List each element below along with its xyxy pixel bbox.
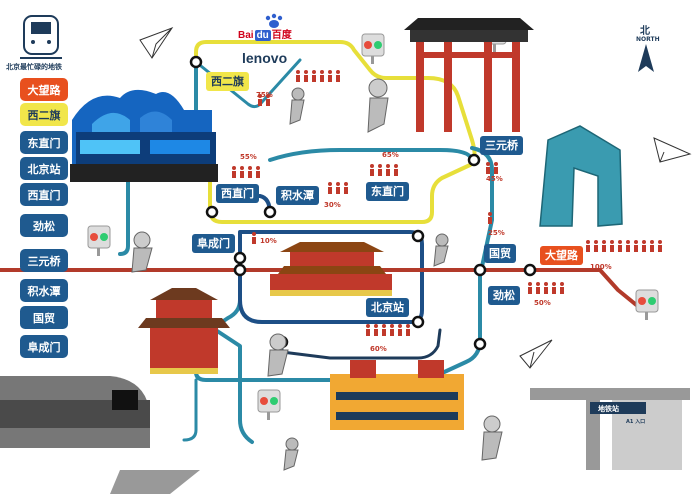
ranking-item: 西直门 <box>20 183 68 206</box>
node-dawanglu <box>523 263 537 277</box>
node-xierqi <box>189 55 203 69</box>
baidu-du: du <box>254 30 271 41</box>
pct-xierqi: 75% <box>256 91 273 99</box>
station-label-dongzhimen: 东直门 <box>366 182 409 201</box>
baidu-latin: Bai <box>238 30 254 41</box>
pct-sanyuanqiao: 45% <box>486 175 503 183</box>
north-arrow-icon <box>638 44 654 72</box>
entrance-sign-name: 地铁站 <box>598 405 619 413</box>
station-label-guomao: 国贸 <box>484 244 516 263</box>
pct-beijingzhan: 60% <box>370 345 387 353</box>
cctv-tower <box>539 125 623 227</box>
walking-person-icon <box>131 78 503 471</box>
pct-dawanglu: 100% <box>590 263 612 271</box>
station-label-sanyuanqiao: 三元桥 <box>480 136 523 155</box>
ranking-item: 北京站 <box>20 157 68 180</box>
baidu-paw-icon <box>265 13 283 28</box>
north-char: 北 <box>640 26 650 37</box>
ranking-item: 大望路 <box>20 78 68 101</box>
paifang-gate <box>404 18 534 132</box>
ranking-item: 西二旗 <box>20 103 68 126</box>
ranking-item: 阜成门 <box>20 335 68 358</box>
yellow-line <box>194 40 477 224</box>
pct-jishuitan: 30% <box>324 201 341 209</box>
teal-line-west <box>118 158 130 256</box>
station-label-dawanglu: 大望路 <box>540 246 583 265</box>
fuchengmen-pagoda <box>138 288 230 374</box>
node-dongzhimen <box>411 229 425 243</box>
header-title: 北京最忙碌的地铁 <box>6 63 62 71</box>
baidu-cn: 百度 <box>271 30 292 41</box>
pct-fuchengmen: 10% <box>260 237 277 245</box>
pct-jinsong: 50% <box>534 299 551 307</box>
passenger-figures <box>232 70 662 336</box>
node-guomao <box>473 263 487 277</box>
train-illustration <box>0 376 200 494</box>
dark-line-south <box>280 328 442 360</box>
node-jishuitan <box>263 205 277 219</box>
tiananmen-building <box>270 242 392 296</box>
node-fuchengmen-2 <box>233 263 247 277</box>
node-south-a <box>473 337 487 351</box>
node-beijingzhan <box>411 315 425 329</box>
subway-entrance <box>530 388 690 470</box>
pct-dongzhimen: 65% <box>382 151 399 159</box>
outer-teal-lower <box>182 378 198 442</box>
header-train-icon <box>20 15 62 59</box>
xierqi-building <box>70 89 218 182</box>
station-label-xizhimen: 西直门 <box>216 184 259 203</box>
node-xizhimen <box>205 205 219 219</box>
station-label-jinsong: 劲松 <box>488 286 520 305</box>
station-label-xierqi: 西二旗 <box>206 72 249 91</box>
node-fuchengmen <box>233 251 247 265</box>
paper-plane-icon <box>139 26 692 369</box>
station-label-fuchengmen: 阜成门 <box>192 234 235 253</box>
blue-north <box>268 148 474 162</box>
ranking-item: 劲松 <box>20 214 68 237</box>
station-label-jishuitan: 积水潭 <box>276 186 319 205</box>
pct-xizhimen: 55% <box>240 153 257 161</box>
entrance-sign-exit: A1 入口 <box>626 419 646 425</box>
pct-guomao: 25% <box>488 229 505 237</box>
node-sanyuanqiao <box>467 153 481 167</box>
north-label: NORTH <box>636 36 660 43</box>
lenovo-logo: lenovo <box>242 50 288 66</box>
ranking-item: 三元桥 <box>20 249 68 272</box>
ranking-item: 积水潭 <box>20 279 68 302</box>
teal-line-south <box>168 298 254 444</box>
beijing-station-building <box>330 360 464 430</box>
ranking-item: 国贸 <box>20 306 68 329</box>
ranking-item: 东直门 <box>20 131 68 154</box>
station-label-beijingzhan: 北京站 <box>366 298 409 317</box>
